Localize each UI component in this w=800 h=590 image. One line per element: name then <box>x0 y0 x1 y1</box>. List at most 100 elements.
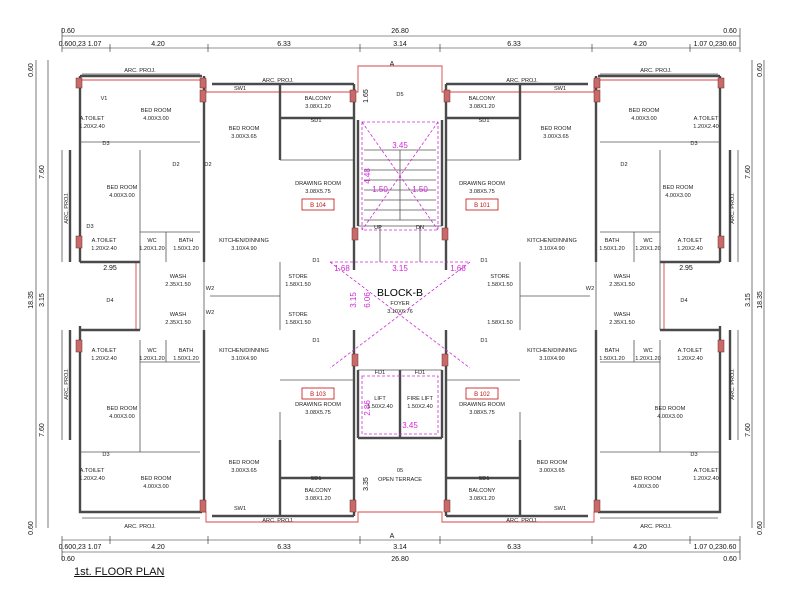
store-dim: 1.58X1.50 <box>285 320 311 326</box>
arc-proj-label: ARC. PROJ. <box>262 78 294 84</box>
door-tag: D1 <box>480 258 487 264</box>
dim-right-760-top: 7.60 <box>745 165 752 179</box>
dim-top-right-060: 0.60 <box>723 28 737 35</box>
mdim-345-top: 3.45 <box>392 141 408 150</box>
bedroom-label: BED ROOM <box>537 460 568 466</box>
mdim-345-bottom: 3.45 <box>402 421 418 430</box>
store-label: STORE <box>288 312 307 318</box>
arc-proj-label: ARC. PROJ. <box>64 368 70 400</box>
toilet-dim: 1.20X2.40 <box>79 476 105 482</box>
store-label: STORE <box>490 274 509 280</box>
bedroom-label: BED ROOM <box>107 406 138 412</box>
bedroom-dim: 4.00X3.00 <box>631 116 657 122</box>
wc-dim: 1.20X1.20 <box>635 356 661 362</box>
wash-dim: 2.35X1.50 <box>609 320 635 326</box>
fd1-left: FD1 <box>375 370 386 376</box>
bottom-dimensions: 0.600,23 1.07 4.20 6.33 3.14 6.33 4.20 1… <box>59 533 741 563</box>
dim-165: 1.65 <box>363 89 370 103</box>
wc-dim: 1.20X1.20 <box>635 246 661 252</box>
wash-dim: 2.35X1.50 <box>609 282 635 288</box>
kitchen-dim: 3.10X4.90 <box>539 246 565 252</box>
door-tag: SD1 <box>311 118 322 124</box>
balcony-dim: 3.08X1.20 <box>469 496 495 502</box>
kitchen-dim: 3.10X4.90 <box>231 246 257 252</box>
block-label: BLOCK-B <box>377 287 423 299</box>
dim-335: 3.35 <box>363 477 370 491</box>
dim-295-left: 2.95 <box>103 265 117 272</box>
dim-bottom-314: 3.14 <box>393 544 407 551</box>
arc-proj-label: ARC. PROJ. <box>506 78 538 84</box>
bath-label: BATH <box>179 238 194 244</box>
wash-label: WASH <box>170 274 187 280</box>
arc-proj-label: ARC. PROJ. <box>730 368 736 400</box>
toilet-label: A.TOILET <box>80 468 105 474</box>
arc-proj-label: ARC. PROJ. <box>64 192 70 224</box>
bedroom-dim: 4.00X3.00 <box>109 193 135 199</box>
bedroom-dim: 4.00X3.00 <box>657 414 683 420</box>
duct-label: D4 <box>680 298 687 304</box>
toilet-label: A.TOILET <box>678 238 703 244</box>
dim-top-420-left: 4.20 <box>151 41 165 48</box>
toilet-dim: 1.20X2.40 <box>693 124 719 130</box>
kitchen-label: KITCHEN/DINNING <box>527 238 577 244</box>
dim-left-760-bottom: 7.60 <box>39 423 46 437</box>
wc-dim: 1.20X1.20 <box>139 246 165 252</box>
drawing-room-dim: 3.08X5.75 <box>469 410 495 416</box>
lift-dim: 1.50X2.40 <box>367 404 393 410</box>
mdim-150-right: 1.50 <box>412 185 428 194</box>
mdim-606: 6.06 <box>363 292 372 308</box>
dim-top-overall: 26.80 <box>391 28 409 35</box>
kitchen-label: KITCHEN/DINNING <box>527 348 577 354</box>
door-tag: D1 <box>312 338 319 344</box>
kitchen-dim: 3.10X4.90 <box>539 356 565 362</box>
door-tag: D5 <box>396 92 403 98</box>
bedroom-dim: 4.00X3.00 <box>143 116 169 122</box>
arc-proj-label: ARC. PROJ. <box>730 192 736 224</box>
room-labels-left: BED ROOM 4.00X3.00 A.TOILET 1.20X2.40 BE… <box>64 68 341 530</box>
bedroom-dim: 3.00X3.65 <box>231 468 257 474</box>
toilet-dim: 1.20X2.40 <box>677 356 703 362</box>
door-tag: D3 <box>102 452 109 458</box>
window-tag: W2 <box>206 310 214 316</box>
balcony-dim: 3.08X1.20 <box>469 104 495 110</box>
door-tag: D3 <box>690 452 697 458</box>
wash-label: WASH <box>614 312 631 318</box>
door-tag: D3 <box>86 224 93 230</box>
bath-dim: 1.50X1.20 <box>599 356 625 362</box>
wash-label: WASH <box>614 274 631 280</box>
bedroom-label: BED ROOM <box>141 476 172 482</box>
bedroom-label: BED ROOM <box>141 108 172 114</box>
bedroom-label: BED ROOM <box>107 185 138 191</box>
dim-top-314: 3.14 <box>393 41 407 48</box>
dim-top-633-left: 6.33 <box>277 41 291 48</box>
bedroom-dim: 3.00X3.65 <box>231 134 257 140</box>
door-tag: D3 <box>690 141 697 147</box>
dim-bottom-633-right: 6.33 <box>507 544 521 551</box>
flat-tag-b102: B 102 <box>474 392 490 398</box>
flat-tag-b103: B 103 <box>310 392 326 398</box>
bath-label: BATH <box>605 348 620 354</box>
toilet-label: A.TOILET <box>694 468 719 474</box>
bath-label: BATH <box>605 238 620 244</box>
balcony-dim: 3.08X1.20 <box>305 104 331 110</box>
mdim-168-left: 1.68 <box>334 264 350 273</box>
stair-up: UP <box>374 225 382 231</box>
store-dim: 1.58X1.50 <box>487 282 513 288</box>
store-dim: 1.58X1.50 <box>285 282 311 288</box>
wc-dim: 1.20X1.20 <box>139 356 165 362</box>
walls <box>61 65 739 523</box>
lift-label: LIFT <box>374 396 386 402</box>
drawing-room-label: DRAWING ROOM <box>295 181 341 187</box>
bedroom-label: BED ROOM <box>541 126 572 132</box>
section-mark-bottom: A <box>390 533 395 540</box>
mdim-448: 4.48 <box>363 168 372 184</box>
section-mark-top: A <box>390 61 395 68</box>
arc-proj-label: ARC. PROJ. <box>262 518 294 524</box>
dim-bottom-left-060: 0.60 <box>61 556 75 563</box>
bath-dim: 1.50X1.20 <box>599 246 625 252</box>
toilet-dim: 1.20X2.40 <box>91 356 117 362</box>
bedroom-dim: 4.00X3.00 <box>109 414 135 420</box>
arc-proj-label: ARC. PROJ. <box>506 518 538 524</box>
room-labels-right: BED ROOM 4.00X3.00 A.TOILET 1.20X2.40 BE… <box>459 68 736 530</box>
door-tag: D3 <box>102 141 109 147</box>
